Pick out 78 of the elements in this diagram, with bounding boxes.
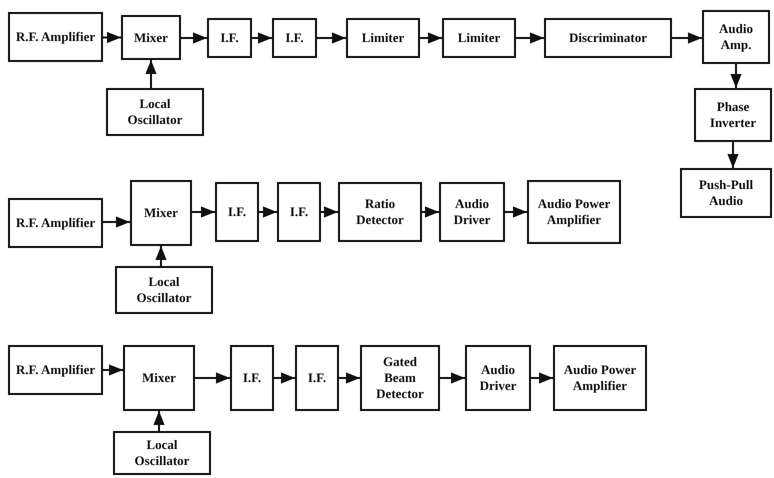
block-label: Mixer bbox=[144, 205, 178, 221]
block-label: Limiter bbox=[362, 30, 404, 46]
arrow bbox=[505, 206, 527, 218]
arrow bbox=[516, 32, 544, 44]
block-label: Limiter bbox=[458, 30, 500, 46]
arrow bbox=[153, 411, 165, 431]
block-box bbox=[113, 431, 211, 475]
block-label: I.F. bbox=[290, 204, 308, 220]
block-label: Phase Inverter bbox=[708, 99, 758, 131]
arrow bbox=[195, 372, 230, 384]
arrow bbox=[672, 32, 702, 44]
block-label: Audio Power Amplifier bbox=[562, 362, 638, 394]
block-box bbox=[8, 198, 103, 248]
block-box bbox=[115, 266, 213, 314]
arrow bbox=[259, 206, 277, 218]
block-label: Audio Driver bbox=[452, 196, 492, 228]
block-label: Gated Beam Detector bbox=[375, 354, 425, 402]
block-label: Local Oscillator bbox=[136, 274, 192, 306]
block-box bbox=[346, 18, 420, 58]
arrow bbox=[420, 32, 442, 44]
block-box bbox=[527, 180, 621, 244]
block-label: Audio Power Amplifier bbox=[536, 196, 612, 228]
block-label: Local Oscillator bbox=[126, 96, 184, 128]
block-box bbox=[207, 18, 252, 58]
arrow bbox=[274, 372, 295, 384]
arrow bbox=[730, 64, 742, 88]
block-label: R.F. Amplifier bbox=[16, 215, 96, 231]
arrow bbox=[321, 206, 338, 218]
block-label: I.F. bbox=[285, 30, 304, 46]
arrow bbox=[155, 246, 167, 266]
block-box bbox=[123, 345, 195, 411]
block-label: I.F. bbox=[220, 30, 239, 46]
arrow bbox=[192, 206, 215, 218]
block-label: I.F. bbox=[308, 370, 326, 386]
block-label: R.F. Amplifier bbox=[16, 362, 96, 378]
block-box bbox=[215, 182, 259, 242]
block-box bbox=[8, 345, 103, 395]
block-box bbox=[121, 15, 181, 60]
arrow bbox=[422, 206, 439, 218]
block-label: Discriminator bbox=[569, 30, 647, 46]
block-box bbox=[553, 345, 647, 411]
block-box bbox=[442, 18, 516, 58]
block-label: Local Oscillator bbox=[134, 437, 190, 469]
arrow bbox=[103, 216, 130, 228]
arrow bbox=[727, 142, 739, 168]
block-label: Push-Pull Audio bbox=[698, 177, 754, 209]
arrow bbox=[252, 32, 272, 44]
block-box bbox=[8, 12, 103, 62]
block-label: Mixer bbox=[142, 370, 176, 386]
arrow bbox=[145, 60, 157, 88]
block-label: R.F. Amplifier bbox=[16, 29, 96, 45]
block-box bbox=[272, 18, 317, 58]
block-box bbox=[230, 345, 274, 411]
block-box bbox=[439, 182, 505, 242]
block-label: Audio Driver bbox=[478, 362, 518, 394]
block-box bbox=[338, 182, 422, 242]
block-box bbox=[277, 182, 321, 242]
block-label: I.F. bbox=[242, 370, 262, 386]
block-box bbox=[360, 345, 440, 411]
arrow bbox=[181, 32, 207, 44]
arrow bbox=[440, 372, 465, 384]
block-box bbox=[680, 168, 772, 218]
arrow bbox=[103, 32, 121, 44]
block-box bbox=[295, 345, 339, 411]
block-box bbox=[702, 10, 770, 64]
block-label: Mixer bbox=[134, 30, 168, 46]
block-box bbox=[694, 88, 772, 142]
block-label: I.F. bbox=[228, 204, 246, 220]
arrow bbox=[531, 372, 553, 384]
arrow bbox=[317, 32, 346, 44]
block-box bbox=[106, 88, 204, 136]
block-box bbox=[465, 345, 531, 411]
block-label: Ratio Detector bbox=[355, 196, 405, 228]
arrow bbox=[103, 364, 123, 376]
arrow bbox=[339, 372, 360, 384]
block-label: Audio Amp. bbox=[718, 21, 754, 53]
block-box bbox=[130, 180, 192, 246]
block-box bbox=[544, 18, 672, 58]
